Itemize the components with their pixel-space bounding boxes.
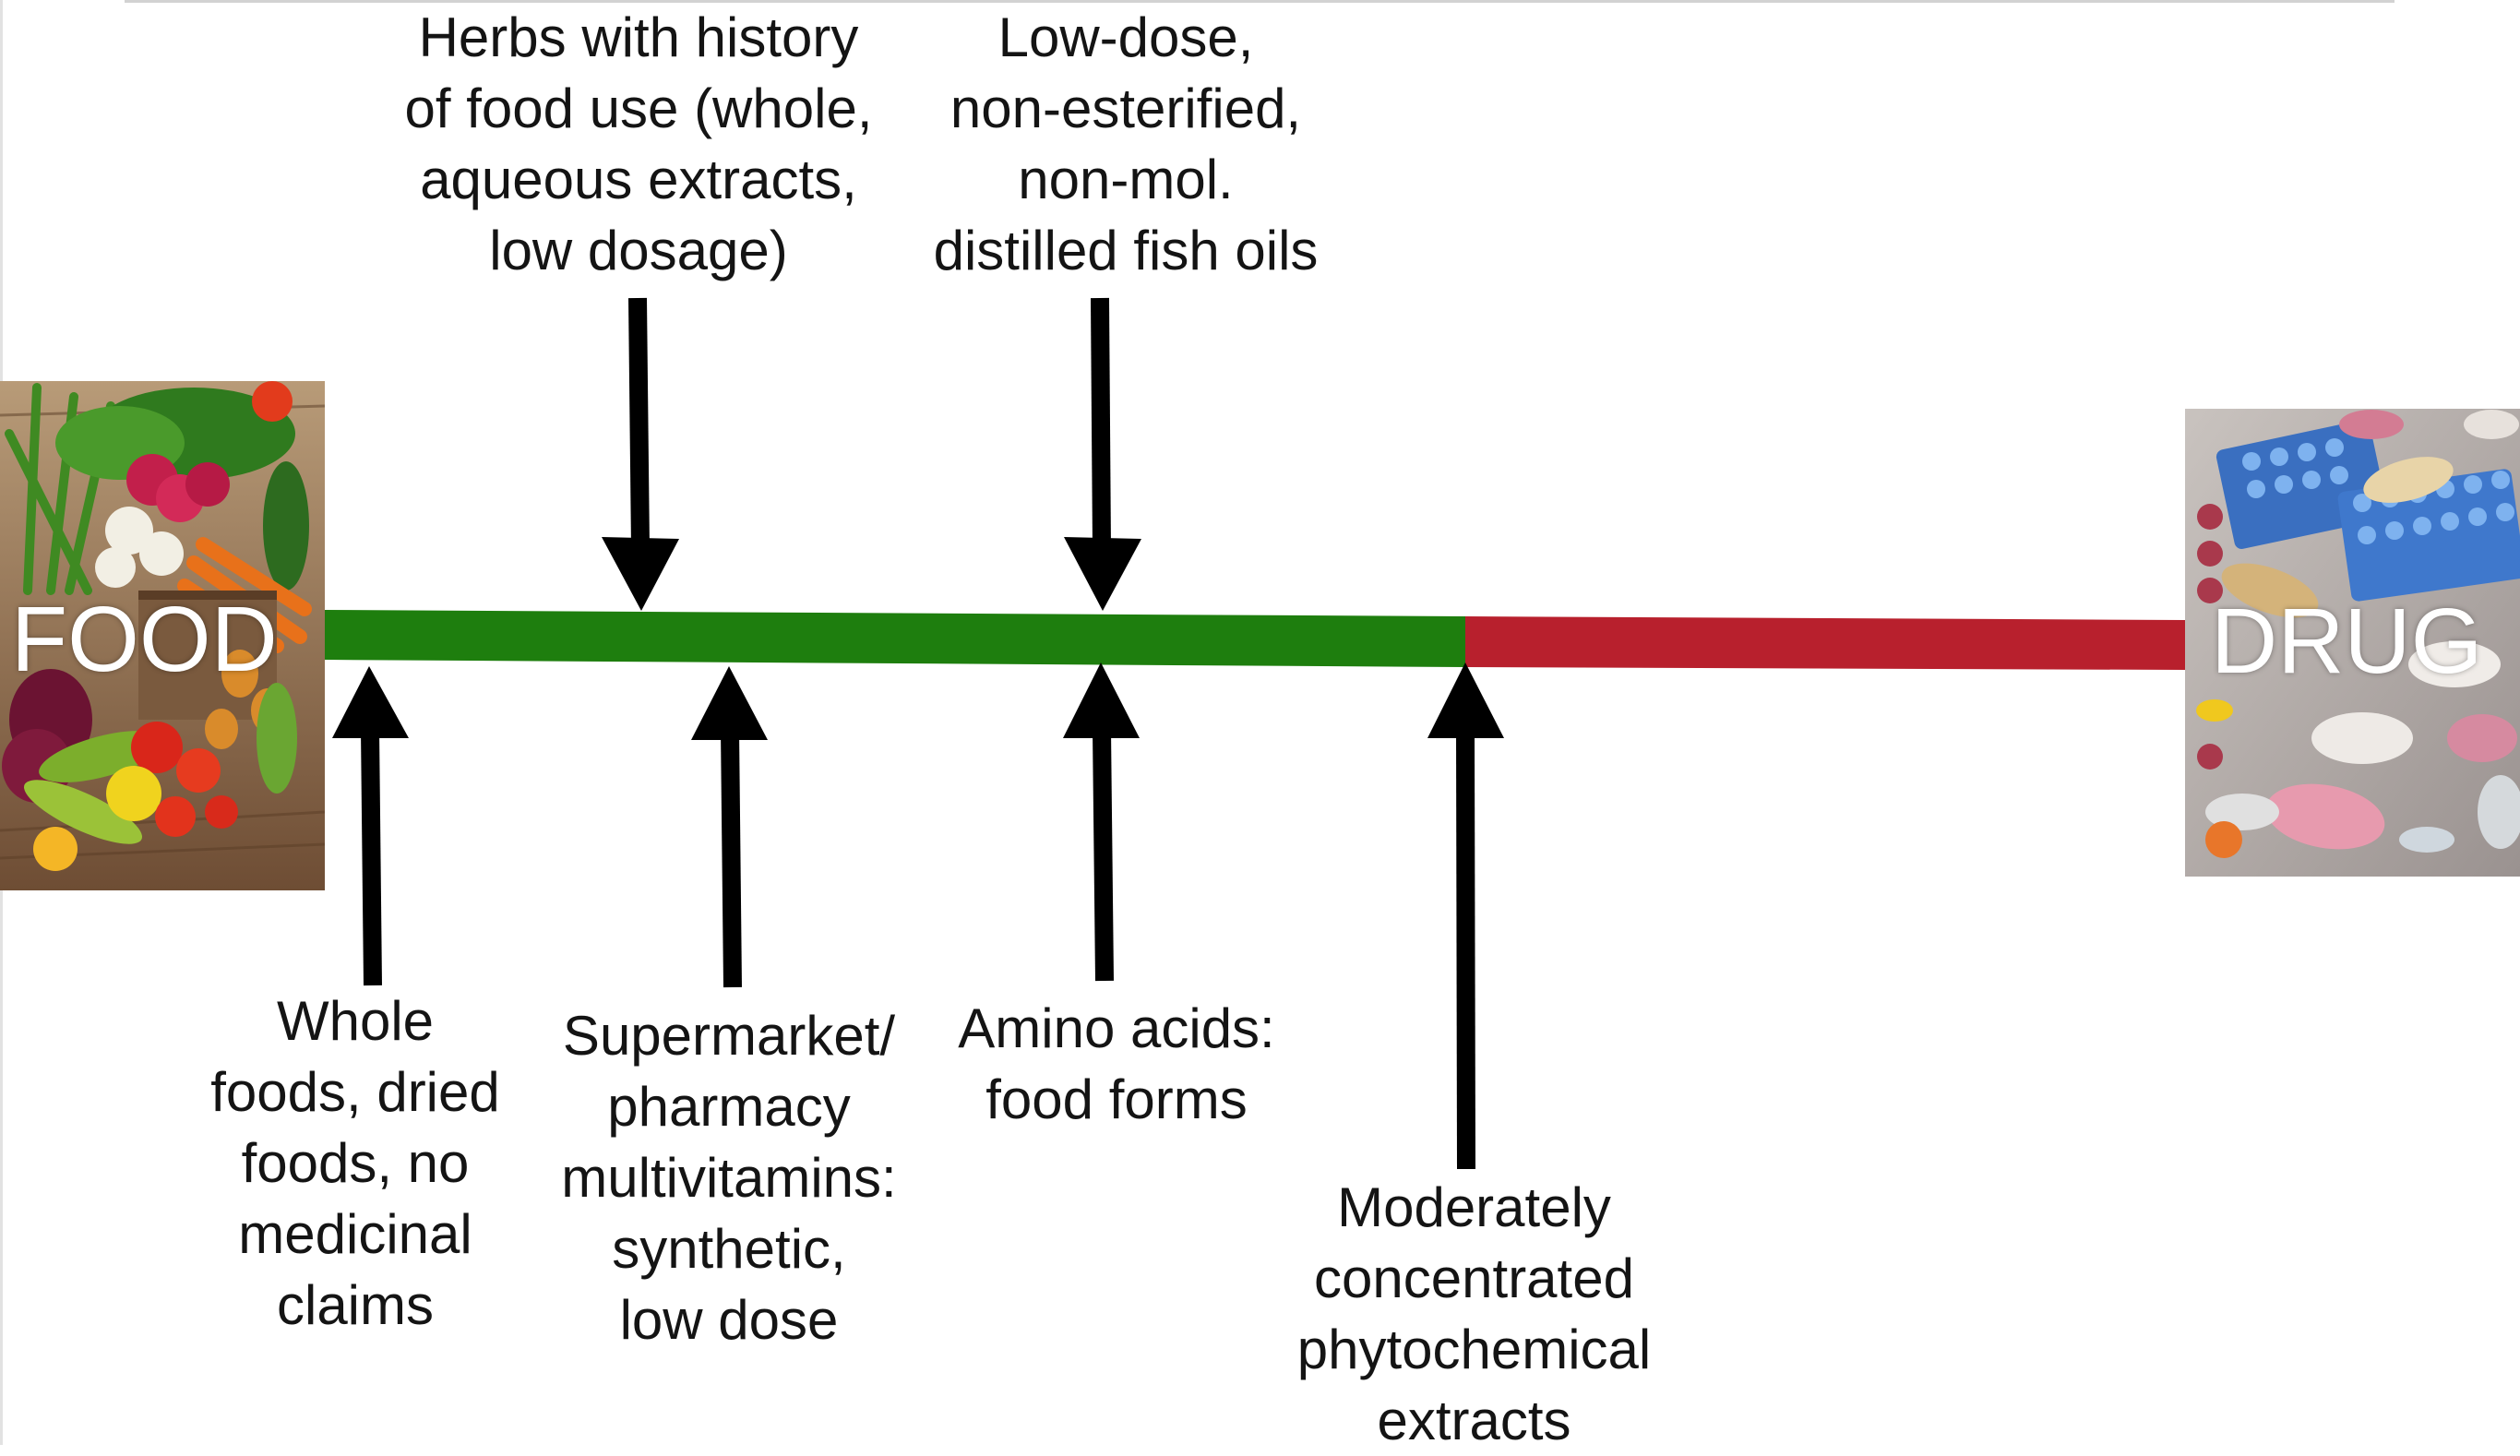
food-segment-bar: [325, 610, 1465, 667]
arrow-whole-foods: [332, 666, 409, 986]
label-whole-foods: Whole foods, dried foods, no medicinal c…: [210, 990, 500, 1336]
label-herbs: Herbs with history of food use (whole, a…: [404, 6, 873, 281]
arrow-phytochemical: [1427, 662, 1504, 1170]
label-fish-oils: Low-dose, non-esterified, non-mol. disti…: [933, 6, 1319, 281]
arrow-fish-oils: [1064, 297, 1141, 611]
vegetables-photo: [0, 381, 325, 890]
top-divider: [125, 0, 2395, 3]
food-end-label: FOOD: [11, 588, 278, 691]
arrow-herbs: [602, 297, 679, 611]
label-multivitamins: Supermarket/ pharmacy multivitamins: syn…: [561, 1005, 897, 1351]
label-amino-acids: Amino acids: food forms: [958, 997, 1275, 1130]
pills-photo: [2185, 409, 2520, 877]
label-phytochemical: Moderately concentrated phytochemical ex…: [1296, 1176, 1652, 1451]
arrow-multivitamins: [691, 666, 768, 988]
drug-end-label: DRUG: [2211, 590, 2483, 693]
drug-segment-bar: [1465, 616, 2185, 670]
arrow-amino-acids: [1063, 662, 1140, 982]
